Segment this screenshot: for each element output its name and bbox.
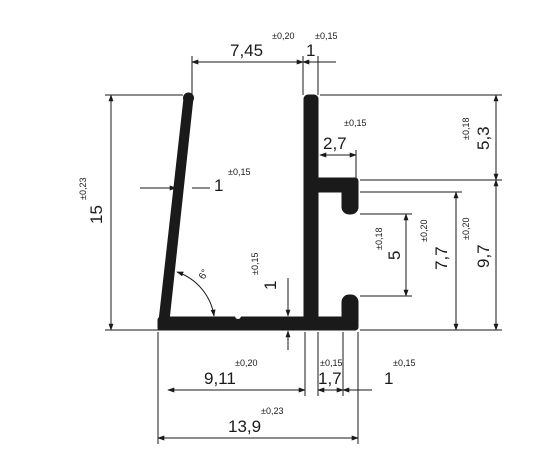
base-notch xyxy=(235,313,241,319)
left-slanted-wall xyxy=(157,97,194,331)
right-vertical-wall xyxy=(303,94,319,331)
label-base-right: 1 xyxy=(384,369,393,388)
label-height: 15 xyxy=(87,205,106,224)
angle-arc xyxy=(176,271,216,317)
label-base-left: 9,11 xyxy=(204,369,236,388)
base-wall xyxy=(157,316,359,331)
label-left-wall: 1 xyxy=(214,176,223,195)
tol-base-wall: ±0,15 xyxy=(250,253,260,275)
tol-slot-outer: ±0,20 xyxy=(419,220,429,242)
tol-top-wall: ±0,15 xyxy=(315,31,337,41)
tol-right-top: ±0,18 xyxy=(461,118,471,140)
label-slot: 5 xyxy=(385,251,404,260)
tol-height: ±0,23 xyxy=(78,178,88,200)
tol-right-bottom: ±0,20 xyxy=(461,218,471,240)
label-right-bottom: 9,7 xyxy=(474,244,493,268)
label-angle: 6° xyxy=(197,268,211,282)
tol-overall-width: ±0,23 xyxy=(261,406,283,416)
lower-lip xyxy=(341,294,359,330)
label-lip: 2,7 xyxy=(323,134,347,153)
tol-slot: ±0,18 xyxy=(374,228,384,250)
dimension-labels: 7,45 ±0,20 1 ±0,15 2,7 ±0,15 5,3 ±0,18 1… xyxy=(78,31,493,436)
tol-top-width: ±0,20 xyxy=(272,31,294,41)
label-top-wall: 1 xyxy=(306,41,315,60)
label-top-width: 7,45 xyxy=(230,41,263,60)
label-slot-outer: 7,7 xyxy=(432,246,451,270)
label-right-top: 5,3 xyxy=(474,126,493,150)
left-wall-top-cap xyxy=(183,92,194,104)
profile-shape xyxy=(157,92,359,331)
tol-base-mid: ±0,15 xyxy=(320,358,342,368)
label-base-mid: 1,7 xyxy=(318,369,342,388)
tol-base-left: ±0,20 xyxy=(235,358,257,368)
label-overall-width: 13,9 xyxy=(228,417,261,436)
tol-left-wall: ±0,15 xyxy=(228,167,250,177)
tol-base-right: ±0,15 xyxy=(393,358,415,368)
tol-lip: ±0,15 xyxy=(344,118,366,128)
upper-lip-tail xyxy=(341,177,359,215)
label-base-wall: 1 xyxy=(261,281,280,290)
dimension-lines xyxy=(105,56,502,444)
